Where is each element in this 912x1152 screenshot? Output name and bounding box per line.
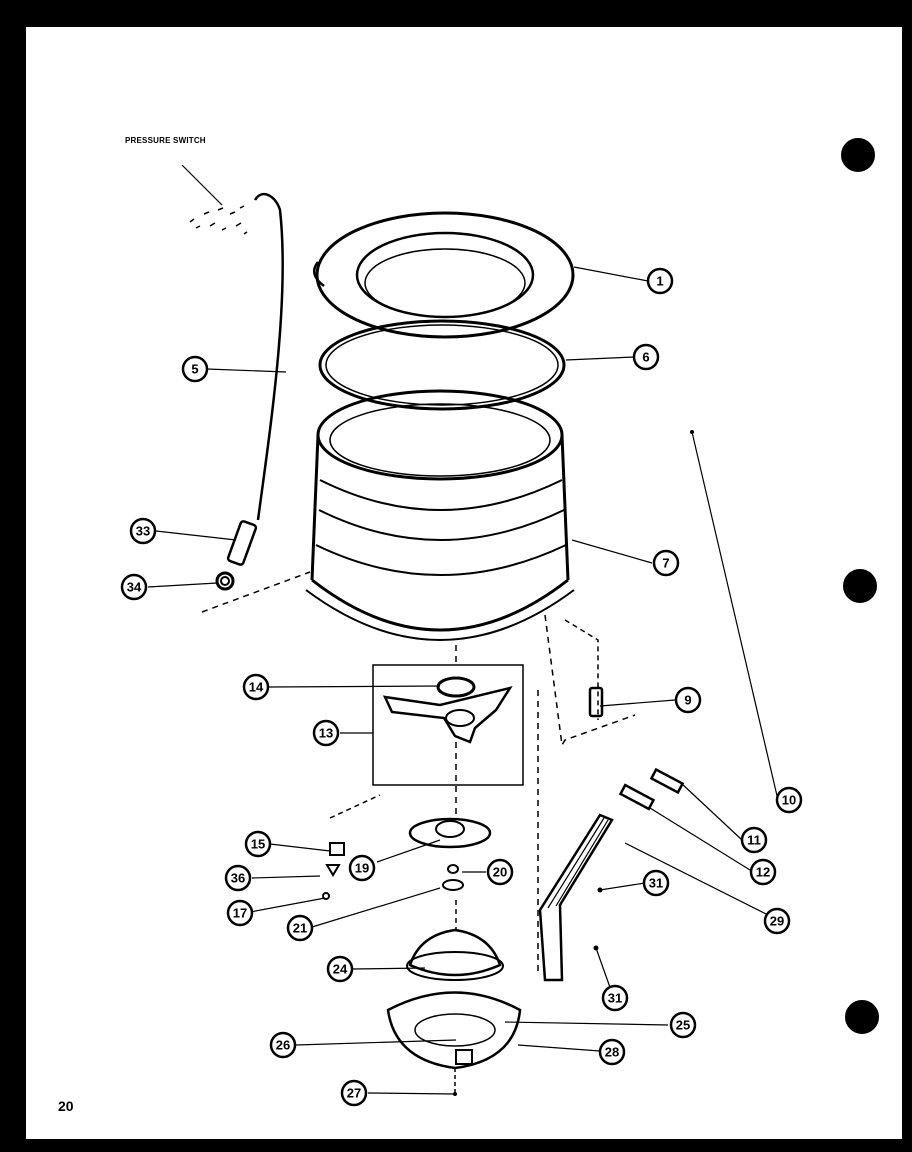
pulley (408, 817, 492, 849)
callout-31: 31 (601, 984, 629, 1012)
level-switch (588, 686, 604, 718)
callout-label: 31 (649, 876, 663, 891)
callout-label: 15 (251, 837, 265, 852)
clip (329, 842, 345, 856)
hub-bracket (382, 686, 513, 744)
callout-label: 17 (233, 906, 247, 921)
callout-6: 6 (632, 343, 660, 371)
callout-label: 20 (493, 865, 507, 880)
callout-11: 11 (740, 826, 768, 854)
callout-1: 1 (646, 267, 674, 295)
hose-fitting (215, 520, 258, 591)
washer (442, 879, 464, 891)
callout-label: 26 (276, 1038, 290, 1053)
page-number: 20 (58, 1098, 74, 1114)
callout-9: 9 (674, 686, 702, 714)
callout-label: 9 (684, 693, 691, 708)
binder-hole-top (841, 138, 875, 172)
bearing (436, 676, 476, 698)
callout-10: 10 (775, 786, 803, 814)
callout-label: 33 (136, 524, 150, 539)
callout-36: 36 (224, 864, 252, 892)
callout-14: 14 (242, 673, 270, 701)
callout-5: 5 (181, 355, 209, 383)
callout-20: 20 (486, 858, 514, 886)
callout-24: 24 (326, 955, 354, 983)
binder-hole-bottom (845, 1000, 879, 1034)
callout-label: 5 (191, 362, 198, 377)
callout-label: 21 (293, 921, 307, 936)
callout-27: 27 (340, 1079, 368, 1107)
callout-17: 17 (226, 899, 254, 927)
base-plate (386, 991, 522, 1070)
tub-gasket (318, 319, 566, 411)
callout-label: 10 (782, 793, 796, 808)
callout-13: 13 (312, 719, 340, 747)
bracket-plate (618, 783, 656, 811)
callout-label: 7 (662, 556, 669, 571)
outer-tub (305, 389, 575, 641)
callout-label: 34 (127, 580, 142, 595)
mount-plate (649, 767, 685, 795)
callout-label: 19 (355, 861, 369, 876)
callout-21: 21 (286, 914, 314, 942)
pressure-hose (253, 192, 284, 521)
callout-label: 13 (319, 726, 333, 741)
callout-26: 26 (269, 1031, 297, 1059)
callout-12: 12 (749, 858, 777, 886)
callout-markers: 1 6 5 7 33 34 14 13 9 10 11 12 15 19 20 36 17 21 31 29 24 31 2… (120, 267, 803, 1107)
callout-label: 6 (642, 350, 649, 365)
callout-label: 11 (747, 833, 761, 848)
callout-15: 15 (244, 830, 272, 858)
callout-25: 25 (669, 1011, 697, 1039)
callout-label: 14 (249, 680, 264, 695)
callout-31: 31 (642, 869, 670, 897)
callout-label: 12 (756, 865, 770, 880)
tub-cover (312, 211, 575, 339)
pressure-switch-icon (189, 205, 248, 235)
transmission (408, 928, 502, 977)
callout-label: 1 (656, 274, 663, 289)
callout-label: 36 (231, 871, 245, 886)
binder-hole-middle (843, 569, 877, 603)
mounting-plate-frame (372, 664, 524, 786)
callout-label: 28 (605, 1045, 619, 1060)
callout-label: 31 (608, 991, 622, 1006)
callout-33: 33 (129, 517, 157, 545)
callout-7: 7 (652, 549, 680, 577)
callout-label: 25 (676, 1018, 690, 1033)
callout-19: 19 (348, 854, 376, 882)
callout-label: 24 (333, 962, 348, 977)
callout-29: 29 (763, 907, 791, 935)
pressure-switch-label: PRESSURE SWITCH (125, 136, 206, 145)
callout-label: 27 (347, 1086, 361, 1101)
callout-label: 29 (770, 914, 784, 929)
callout-34: 34 (120, 573, 148, 601)
callout-28: 28 (598, 1038, 626, 1066)
support-leg (538, 813, 614, 982)
